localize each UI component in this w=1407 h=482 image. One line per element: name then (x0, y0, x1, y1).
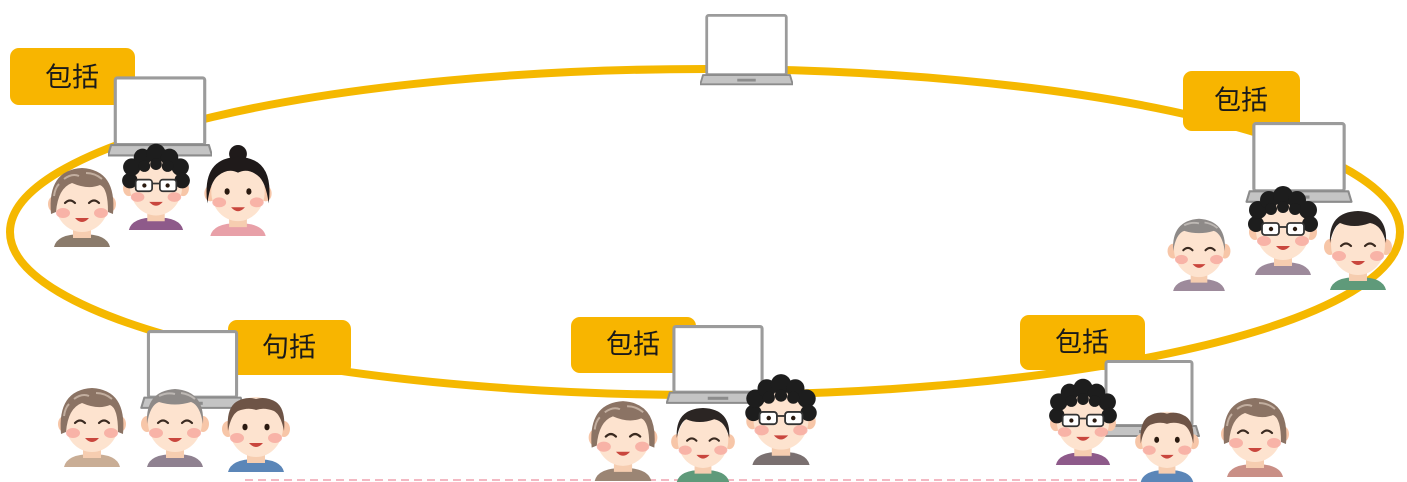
elderly-person-icon (48, 168, 116, 247)
elderly-person-icon (122, 144, 190, 230)
elderly-person-icon (1221, 398, 1289, 477)
label-bottom-right: 包括 (1020, 315, 1145, 370)
people-group-bottom-left (58, 388, 290, 472)
elderly-person-icon (1324, 211, 1392, 290)
label-bottom-left: 句括 (228, 320, 351, 375)
label-bubble (571, 317, 696, 373)
elderly-person-icon (589, 401, 658, 481)
label-text: 包括 (45, 63, 99, 94)
label-bubble (228, 320, 351, 375)
laptop-icon (700, 14, 793, 86)
laptop-icon (1245, 122, 1353, 204)
label-bottom-center: 包括 (571, 317, 696, 373)
label-text: 句括 (262, 333, 316, 364)
elderly-person-icon (1135, 412, 1199, 482)
elderly-person-icon (222, 397, 290, 472)
label-top-left: 包括 (10, 48, 135, 105)
label-text: 包括 (1055, 328, 1109, 359)
label-text: 包括 (606, 330, 660, 361)
label-bubble (1020, 315, 1145, 370)
elderly-person-icon (1168, 219, 1231, 291)
laptop-icon (108, 76, 212, 158)
elderly-person-icon (58, 388, 126, 467)
elderly-person-icon (671, 408, 735, 482)
label-text: 包括 (1214, 86, 1268, 117)
elderly-person-icon (204, 145, 271, 236)
label-top-right: 包括 (1183, 71, 1300, 131)
label-bubble (10, 48, 135, 105)
people-group-right (1168, 186, 1392, 291)
label-bubble (1183, 71, 1300, 131)
